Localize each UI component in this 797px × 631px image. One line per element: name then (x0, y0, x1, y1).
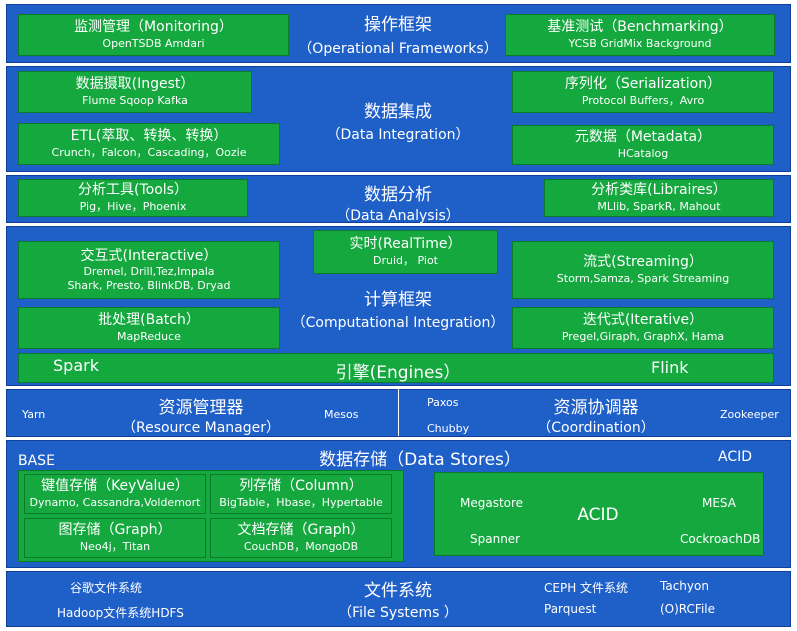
libraries-box: 分析类库(Libraires） MLlib, SparkR, Mahout (544, 179, 774, 217)
keyvalue-title: 键值存储（KeyValue） (41, 478, 189, 495)
keyvalue-box: 键值存储（KeyValue） Dynamo, Cassandra,Voldemo… (24, 474, 206, 514)
column-items: BigTable，Hbase，Hypertable (219, 495, 383, 509)
etl-title: ETL(萃取、转换、转换） (70, 128, 228, 145)
analysis-title: 数据分析 (364, 185, 432, 205)
metadata-items: HCatalog (617, 146, 669, 160)
resource-divider (398, 388, 399, 436)
resource-yarn: Yarn (22, 408, 46, 421)
tools-box: 分析工具(Tools） Pig，Hive，Phoenix (18, 179, 248, 217)
ingest-box: 数据摄取(Ingest） Flume Sqoop Kafka (18, 71, 252, 113)
coordination-title: 资源协调器 (553, 398, 639, 418)
fs-hdfs: Hadoop文件系统HDFS (57, 606, 184, 620)
document-items: CouchDB，MongoDB (243, 539, 359, 553)
coordination-zookeeper: Zookeeper (720, 408, 779, 421)
engine-spark: Spark (53, 356, 99, 375)
batch-title: 批处理(Batch） (98, 312, 200, 329)
integration-subtitle: （Data Integration） (326, 127, 470, 143)
fs-orcfile: (O)RCFile (660, 602, 716, 616)
interactive-box: 交互式(Interactive） Dremel, Drill,Tez,Impal… (18, 241, 280, 299)
batch-box: 批处理(Batch） MapReduce (18, 307, 280, 349)
acid-megastore: Megastore (460, 496, 524, 510)
streaming-box: 流式(Streaming） Storm,Samza, Spark Streami… (512, 241, 774, 299)
engines-bar (18, 353, 774, 383)
metadata-box: 元数据（Metadata） HCatalog (512, 125, 774, 165)
column-title: 列存储（Column） (239, 478, 363, 495)
batch-items: MapReduce (117, 329, 181, 343)
keyvalue-items: Dynamo, Cassandra,Voldemort (29, 495, 201, 509)
document-title: 文档存储（Graph） (237, 522, 365, 539)
iterative-title: 迭代式(Iterative） (582, 312, 704, 329)
serialization-box: 序列化（Serialization） Protocol Buffers，Avro (512, 71, 774, 113)
iterative-items: Pregel,Giraph, GraphX, Hama (561, 329, 725, 343)
operational-title: 操作框架 (364, 15, 432, 35)
realtime-title: 实时(RealTime） (349, 236, 462, 253)
resource-title: 资源管理器 (158, 398, 244, 418)
benchmarking-items: YCSB GridMix Background (568, 36, 712, 50)
analysis-subtitle: （Data Analysis） (336, 208, 460, 224)
engine-flink: Flink (651, 358, 689, 377)
interactive-items-2: Shark, Presto, BlinkDB, Dryad (67, 278, 231, 292)
tools-items: Pig，Hive，Phoenix (79, 199, 187, 213)
graph-title: 图存储（Graph） (58, 522, 172, 539)
column-box: 列存储（Column） BigTable，Hbase，Hypertable (210, 474, 392, 514)
coordination-chubby: Chubby (427, 422, 470, 435)
benchmarking-title: 基准测试（Benchmarking） (547, 19, 733, 36)
fs-parquest: Parquest (544, 602, 597, 616)
fs-ceph: CEPH 文件系统 (544, 581, 629, 595)
fs-title: 文件系统 (364, 581, 432, 601)
computation-subtitle: （Computational Integration） (291, 315, 505, 331)
serialization-title: 序列化（Serialization） (564, 76, 722, 93)
resource-mesos: Mesos (324, 408, 359, 421)
benchmarking-box: 基准测试（Benchmarking） YCSB GridMix Backgrou… (505, 14, 775, 56)
libraries-title: 分析类库(Libraires） (591, 182, 727, 199)
interactive-title: 交互式(Interactive） (80, 247, 218, 264)
resource-subtitle: （Resource Manager） (121, 420, 281, 436)
fs-subtitle: （File Systems ） (338, 605, 458, 621)
stores-acid-label: ACID (718, 449, 753, 465)
interactive-items-1: Dremel, Drill,Tez,Impala (83, 265, 215, 278)
graph-box: 图存储（Graph） Neo4j，Titan (24, 518, 206, 558)
acid-cockroachdb: CockroachDB (680, 532, 761, 546)
monitoring-items: OpenTSDB Amdari (102, 36, 205, 50)
operational-subtitle: （Operational Frameworks） (298, 41, 498, 57)
acid-spanner: Spanner (470, 532, 521, 546)
metadata-title: 元数据（Metadata） (574, 129, 712, 146)
iterative-box: 迭代式(Iterative） Pregel,Giraph, GraphX, Ha… (512, 307, 774, 349)
monitoring-box: 监测管理（Monitoring） OpenTSDB Amdari (18, 14, 289, 56)
graph-items: Neo4j，Titan (79, 539, 151, 553)
realtime-box: 实时(RealTime） Druid， Piot (313, 230, 498, 274)
realtime-items: Druid， Piot (373, 253, 438, 267)
fs-tachyon: Tachyon (660, 579, 709, 593)
engines-title: 引擎(Engines） (335, 363, 461, 383)
streaming-title: 流式(Streaming） (583, 254, 703, 271)
libraries-items: MLlib, SparkR, Mahout (597, 199, 721, 213)
stores-title: 数据存储（Data Stores） (319, 450, 521, 470)
fs-google: 谷歌文件系统 (70, 581, 143, 595)
computation-title: 计算框架 (364, 290, 432, 310)
stores-base-label: BASE (18, 453, 55, 469)
serialization-items: Protocol Buffers，Avro (581, 93, 705, 107)
document-box: 文档存储（Graph） CouchDB，MongoDB (210, 518, 392, 558)
tools-title: 分析工具(Tools） (78, 182, 188, 199)
streaming-items: Storm,Samza, Spark Streaming (556, 271, 730, 285)
coordination-paxos: Paxos (427, 396, 459, 409)
acid-mesa: MESA (702, 496, 736, 510)
acid-stores-box (434, 472, 764, 556)
etl-items: Crunch，Falcon，Cascading，Oozie (51, 145, 247, 159)
ingest-title: 数据摄取(Ingest） (75, 76, 195, 93)
coordination-subtitle: （Coordination） (537, 420, 655, 436)
ingest-items: Flume Sqoop Kafka (82, 93, 188, 107)
etl-box: ETL(萃取、转换、转换） Crunch，Falcon，Cascading，Oo… (18, 123, 280, 165)
integration-title: 数据集成 (364, 102, 432, 122)
file-systems-layer (6, 571, 791, 627)
monitoring-title: 监测管理（Monitoring） (74, 19, 233, 36)
acid-center: ACID (577, 505, 619, 525)
